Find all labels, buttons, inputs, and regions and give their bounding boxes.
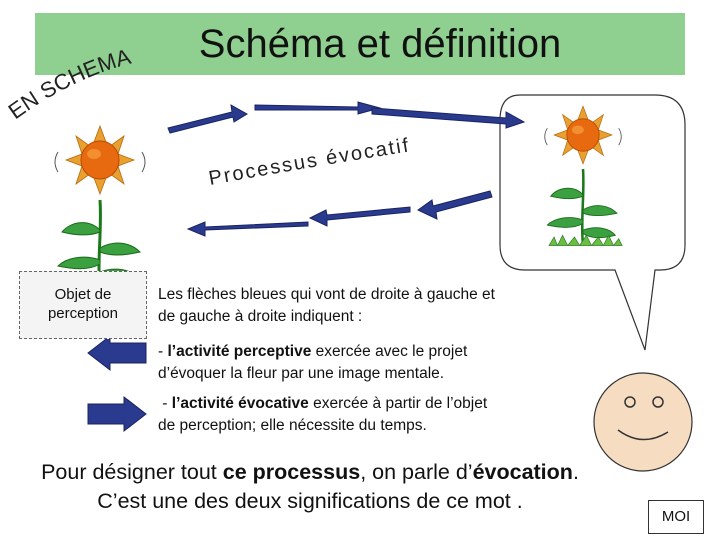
item2-prefix: - (158, 395, 172, 412)
arrow-left-1 (417, 190, 493, 220)
object-label-line2: perception (47, 305, 119, 322)
item1-line2: d’évoquer la fleur par une image mentale… (158, 365, 445, 382)
def-part1: Pour désigner tout (41, 460, 223, 484)
intro-paragraph: Les flèches bleues qui vont de droite à … (158, 284, 578, 328)
intro-line1: Les flèches bleues qui vont de droite à … (158, 286, 495, 303)
definition-line1: Pour désigner tout ce processus, on parl… (0, 458, 620, 487)
arc-title-text: EN SCHEMA (4, 44, 134, 124)
item1-bold: l’activité perceptive (167, 343, 312, 360)
object-label-line1: Objet de (54, 286, 112, 303)
item2-line2: de perception; elle nécessite du temps. (158, 417, 427, 434)
item2-bold: l’activité évocative (171, 395, 309, 412)
item2-line1: - l’activité évocative exercée à partir … (158, 393, 558, 415)
thought-bubble (499, 94, 686, 351)
moi-label: MOI (648, 500, 704, 534)
def-part2: , on parle d’ (360, 460, 473, 484)
perceived-flower (53, 124, 148, 292)
def-bold1: ce processus (222, 460, 361, 484)
item2-text1: exercée à partir de l’objet (308, 395, 488, 412)
item1-text1: exercée avec le projet (311, 343, 468, 360)
arrow-right-3 (371, 107, 526, 129)
def-part3: . (572, 460, 579, 484)
legend-arrow-right (87, 395, 147, 433)
title-band (35, 13, 685, 75)
object-of-perception-box: Objet de perception (19, 271, 147, 339)
definition-line2: C’est une des deux significations de ce … (97, 489, 523, 513)
def-bold2: évocation (472, 460, 573, 484)
page-title: Schéma et définition (198, 22, 562, 66)
legend-arrow-left (87, 334, 147, 372)
arc-title: EN SCHEMA (4, 44, 134, 124)
evocation-definition: Pour désigner tout ce processus, on parl… (0, 458, 620, 516)
smiley-face (593, 372, 693, 472)
item1-prefix: - (158, 343, 168, 360)
arrow-left-3 (186, 221, 309, 237)
process-label-text: Processus évocatif (207, 134, 410, 190)
arrow-right-2 (254, 101, 382, 115)
arrow-left-2 (308, 206, 411, 227)
evocative-activity-item: - l’activité évocative exercée à partir … (158, 393, 558, 437)
process-label: Processus évocatif (207, 134, 412, 190)
perceptive-activity-item: - l’activité perceptive exercée avec le … (158, 341, 538, 385)
item1-line1: - l’activité perceptive exercée avec le … (158, 341, 538, 363)
intro-line2: de gauche à droite indiquent : (158, 308, 363, 325)
arrow-right-1 (167, 104, 248, 134)
